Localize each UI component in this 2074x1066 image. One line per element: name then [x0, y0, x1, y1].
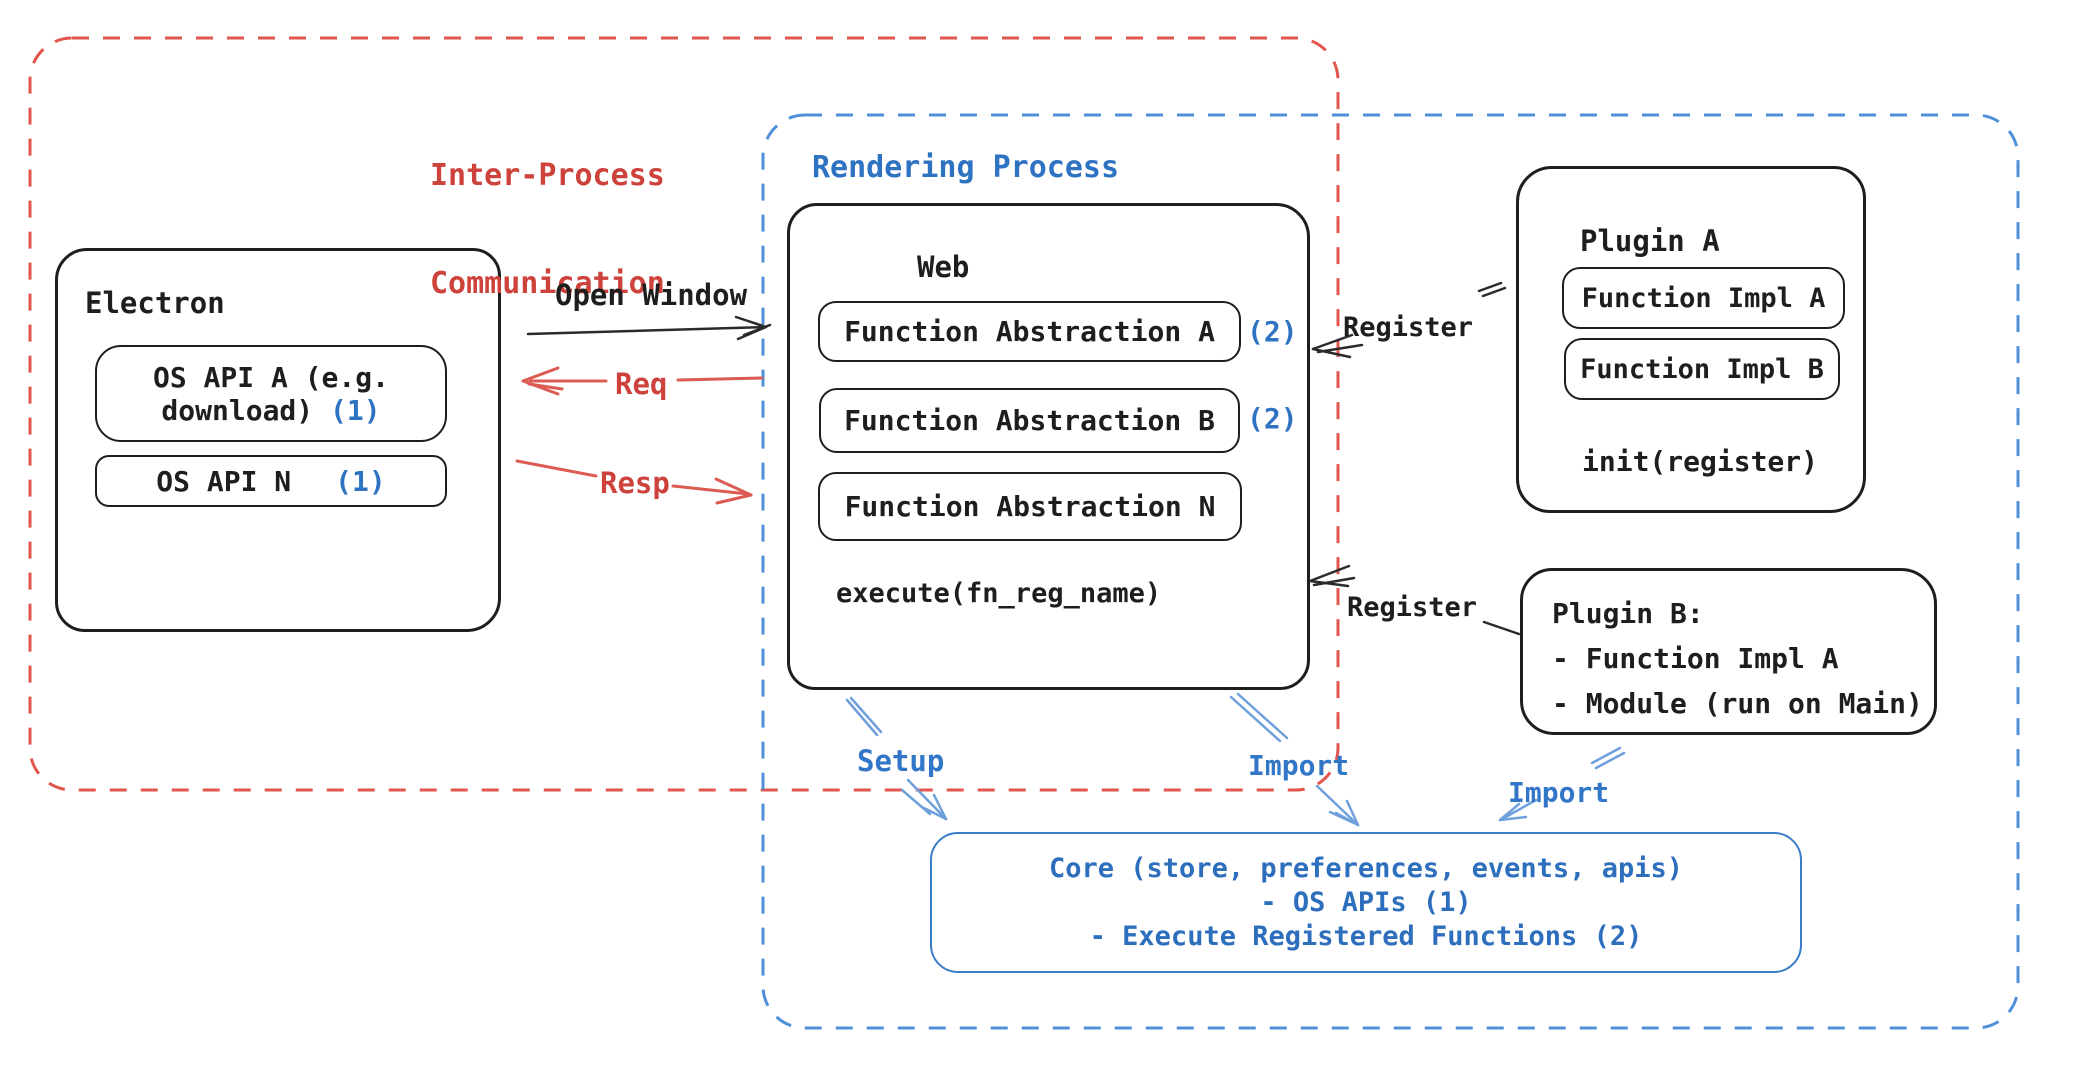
rendering-process-dashed-container: [761, 113, 2020, 1030]
resp-arrow-label: Resp: [600, 466, 670, 500]
os-api-a-badge: (1): [330, 393, 381, 427]
function-impl-a-box: Function Impl A: [1562, 267, 1845, 329]
function-impl-b-box: Function Impl B: [1564, 338, 1840, 400]
setup-arrow-label: Setup: [857, 744, 945, 778]
ipc-group-label: Inter-Process Communication: [430, 86, 665, 338]
function-impl-a-label: Function Impl A: [1581, 282, 1826, 314]
os-api-n-label: OS API N: [156, 464, 292, 498]
os-api-a-line2: download): [161, 393, 314, 427]
import-plugin-b-arrow-label: Import: [1508, 776, 1610, 809]
os-api-n-badge: (1): [335, 464, 386, 498]
plugin-a-title: Plugin A: [1580, 224, 1720, 258]
function-abstraction-n-label: Function Abstraction N: [844, 490, 1216, 523]
core-box: Core (store, preferences, events, apis) …: [930, 832, 1802, 973]
function-abstraction-b-box: Function Abstraction B: [819, 388, 1240, 453]
import-web-arrow-label: Import: [1248, 749, 1350, 782]
req-arrow-label: Req: [615, 367, 668, 401]
function-abstraction-a-label: Function Abstraction A: [844, 315, 1215, 348]
electron-title: Electron: [85, 286, 225, 320]
register-bottom-arrow-label: Register: [1347, 592, 1478, 623]
open-window-arrow-label: Open Window: [555, 278, 748, 312]
plugin-b-line2: - Function Impl A: [1552, 642, 1839, 675]
core-line3: - Execute Registered Functions (2): [1089, 920, 1643, 952]
os-api-a-line1: OS API A (e.g.: [152, 360, 389, 394]
ipc-group-label-line2: Communication: [430, 266, 665, 301]
web-execute-label: execute(fn_reg_name): [836, 578, 1162, 609]
function-abstraction-b-label: Function Abstraction B: [844, 404, 1215, 437]
function-impl-b-label: Function Impl B: [1580, 353, 1824, 385]
os-api-n-box: OS API N (1): [95, 455, 447, 507]
plugin-b-line1: Plugin B:: [1552, 597, 1704, 630]
os-api-a-box: OS API A (e.g. download) (1): [95, 345, 447, 442]
plugin-a-init-label: init(register): [1582, 445, 1819, 478]
function-abstraction-b-badge: (2): [1247, 402, 1298, 435]
register-top-arrow-label: Register: [1343, 312, 1474, 343]
plugin-b-box: [1520, 568, 1937, 735]
ipc-dashed-container: [28, 36, 1340, 792]
function-abstraction-n-box: Function Abstraction N: [818, 472, 1242, 541]
plugin-b-line3: - Module (run on Main): [1552, 687, 1923, 720]
web-title: Web: [917, 250, 970, 284]
ipc-group-label-line1: Inter-Process: [430, 158, 665, 193]
core-line1: Core (store, preferences, events, apis): [1049, 852, 1683, 884]
function-abstraction-a-box: Function Abstraction A: [818, 301, 1241, 362]
rendering-group-label: Rendering Process: [812, 150, 1120, 185]
function-abstraction-a-badge: (2): [1247, 315, 1298, 348]
core-line2: - OS APIs (1): [1260, 886, 1472, 918]
